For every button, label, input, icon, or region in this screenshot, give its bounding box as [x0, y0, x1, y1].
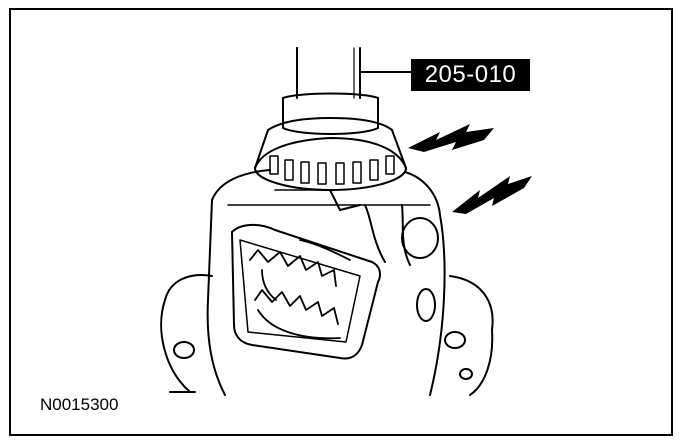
- figure-id: N0015300: [40, 395, 119, 414]
- side-gear: [249, 239, 351, 340]
- arrow-case: [452, 176, 532, 214]
- figure-frame: [9, 8, 673, 436]
- flange-bolt-hole: [173, 341, 195, 359]
- flange-bolt-hole: [444, 331, 466, 349]
- flange-bolt-hole: [459, 368, 473, 380]
- pinion-shaft-hole: [401, 217, 439, 259]
- differential-case: [206, 169, 446, 396]
- ring-gear-flange: [160, 274, 494, 396]
- tapered-roller-bearing: [254, 92, 407, 191]
- tool-callout-label: 205-010: [411, 59, 530, 91]
- arrow-bearing: [408, 124, 494, 152]
- bearing-rollers: [269, 155, 395, 185]
- bearing-installer-tool: [296, 47, 412, 99]
- case-lower-hole: [416, 288, 436, 322]
